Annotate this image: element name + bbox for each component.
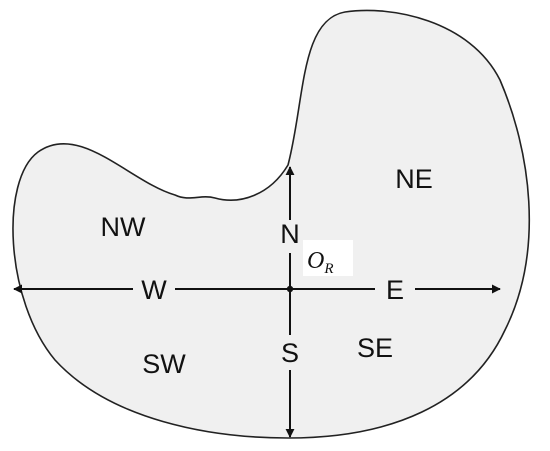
origin-point	[286, 285, 294, 293]
north-label: N	[280, 219, 300, 249]
region-label-ne: NE	[395, 164, 433, 194]
region-label-nw: NW	[101, 212, 146, 242]
region-outline	[12, 9, 531, 439]
region-label-sw: SW	[142, 349, 186, 379]
west-label: W	[141, 275, 167, 305]
origin-label-backing	[303, 240, 353, 276]
origin-label: OR	[307, 248, 334, 277]
region-label-se: SE	[357, 333, 393, 363]
south-label: S	[281, 338, 299, 368]
east-label: E	[386, 275, 404, 305]
